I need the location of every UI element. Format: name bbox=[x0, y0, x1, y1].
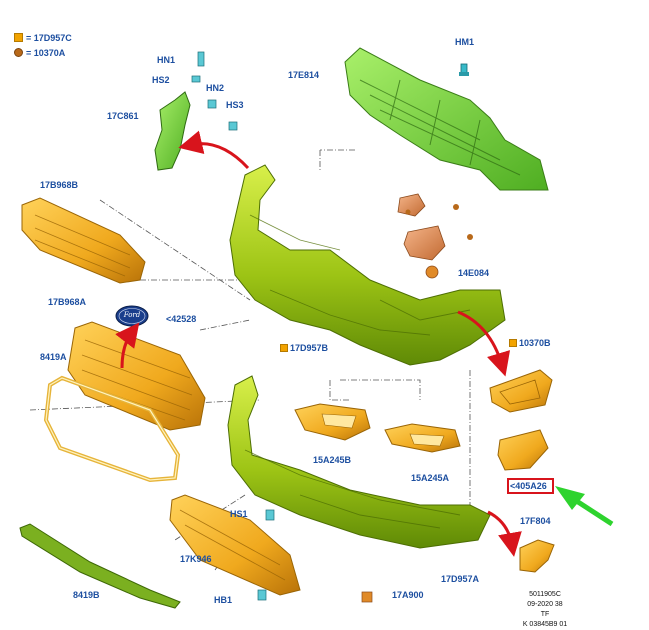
label-405a26: <405A26 bbox=[510, 481, 547, 491]
orange-square-icon bbox=[14, 33, 23, 42]
brown-dot-icon bbox=[14, 48, 23, 57]
label-17a900: 17A900 bbox=[392, 590, 424, 600]
grille-17b968b-shape bbox=[21, 197, 146, 284]
bracket-17f804-shape bbox=[519, 539, 555, 573]
label-17b968a: 17B968A bbox=[48, 297, 87, 307]
label-8419a: 8419A bbox=[40, 352, 67, 362]
label-hs2: HS2 bbox=[152, 75, 170, 85]
reflector-shapes bbox=[294, 403, 461, 453]
label-42528: <42528 bbox=[166, 314, 197, 324]
label-15a245b: 15A245B bbox=[313, 455, 352, 465]
footer-line2: 09-2020 38 bbox=[527, 601, 563, 608]
label-17f804: 17F804 bbox=[520, 516, 551, 526]
assembly-arrows bbox=[115, 130, 522, 557]
lower-grille-17k946-shape bbox=[169, 494, 301, 596]
label-hn1: HN1 bbox=[157, 55, 176, 65]
orange-square-icon bbox=[509, 339, 517, 347]
bracket-17c861-shape bbox=[154, 51, 238, 171]
upper-reinforcement-shape bbox=[344, 47, 549, 191]
label-hn2: HN2 bbox=[206, 83, 225, 93]
label-15a245a: 15A245A bbox=[411, 473, 450, 483]
ford-badge-text: Ford bbox=[123, 311, 141, 319]
label-hm1: HM1 bbox=[455, 37, 475, 47]
legend-dot-prefix: = bbox=[26, 48, 34, 58]
label-17k946: 17K946 bbox=[180, 554, 212, 564]
legend-square-code: 17D957C bbox=[33, 33, 72, 43]
footer-line3: TF bbox=[540, 611, 550, 618]
legend-item-dot: = 10370A bbox=[14, 48, 65, 58]
label-8419b: 8419B bbox=[73, 590, 100, 600]
label-hs1: HS1 bbox=[230, 509, 248, 519]
label-17d957b: 17D957B bbox=[280, 343, 328, 353]
lower-trim-8419b-shape bbox=[19, 523, 181, 609]
label-17d957b-text: 17D957B bbox=[290, 343, 329, 353]
green-pointer-arrow bbox=[555, 486, 614, 527]
leader-lines bbox=[29, 149, 471, 571]
footer-line4: K 03845B9 01 bbox=[522, 621, 568, 628]
label-10370b: 10370B bbox=[509, 338, 551, 348]
label-17d957a: 17D957A bbox=[441, 574, 480, 584]
footer-line1: 5011905C bbox=[529, 591, 561, 598]
hm1-fastener-shape bbox=[459, 63, 469, 76]
surround-8419a-shape bbox=[43, 375, 181, 483]
label-14e084: 14E084 bbox=[458, 268, 490, 278]
sensor-bracket-shapes bbox=[397, 193, 473, 279]
label-hb1: HB1 bbox=[214, 595, 233, 605]
grille-17b968a-shape bbox=[67, 321, 206, 431]
orange-square-icon bbox=[280, 344, 288, 352]
label-10370b-text: 10370B bbox=[519, 338, 551, 348]
label-17b968b: 17B968B bbox=[40, 180, 79, 190]
upper-bumper-shape bbox=[229, 164, 506, 366]
lower-bumper-shape bbox=[227, 375, 491, 549]
legend-item-square: = 17D957C bbox=[14, 33, 72, 43]
label-hs3: HS3 bbox=[226, 100, 244, 110]
label-17e814: 17E814 bbox=[288, 70, 320, 80]
fastener-shapes bbox=[257, 509, 373, 603]
legend-dot-code: 10370A bbox=[33, 48, 66, 58]
label-17c861: 17C861 bbox=[107, 111, 139, 121]
legend-square-prefix: = bbox=[26, 33, 34, 43]
highlight-box bbox=[507, 478, 554, 494]
fog-bezel-10370b-shape bbox=[489, 369, 553, 471]
